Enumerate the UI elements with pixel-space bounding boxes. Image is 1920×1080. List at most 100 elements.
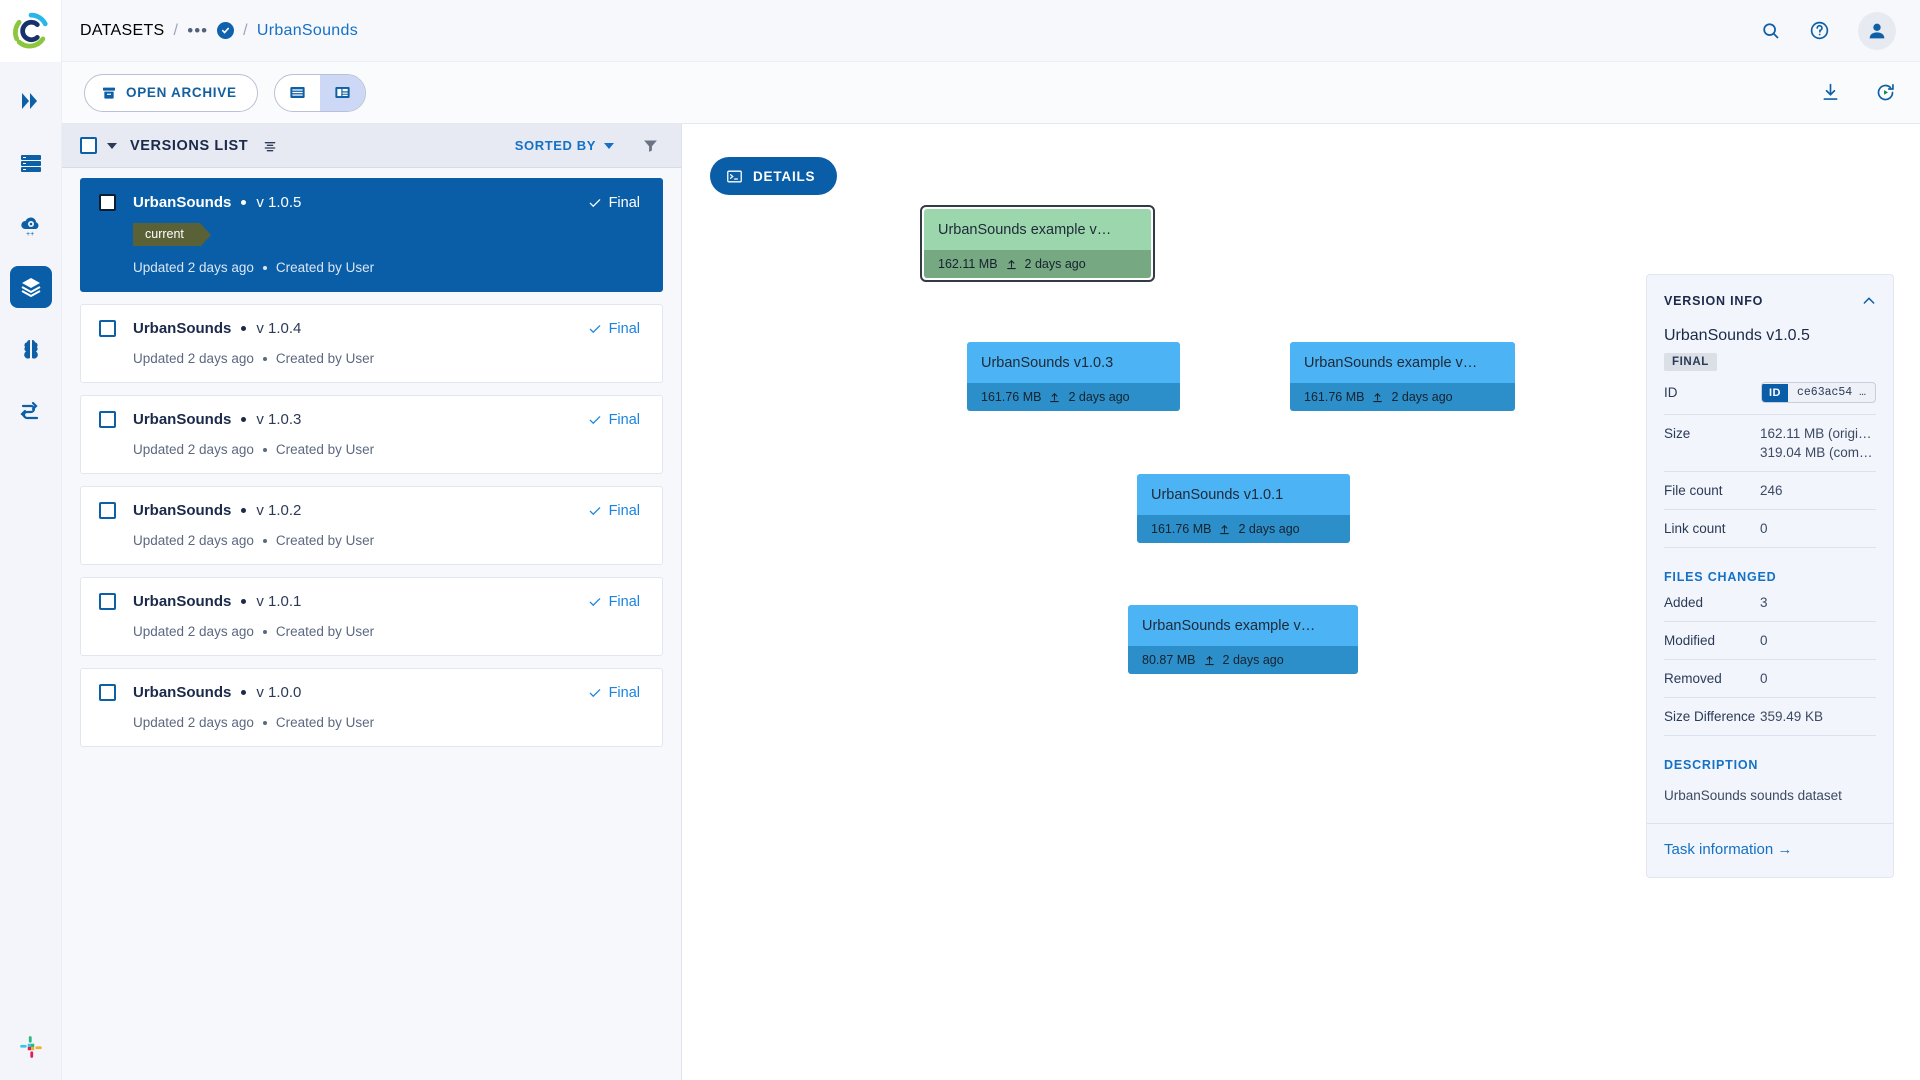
version-checkbox[interactable] — [99, 194, 116, 211]
status-label: Final — [608, 502, 640, 519]
node-time: 2 days ago — [1238, 522, 1300, 536]
status-badge: Final — [588, 412, 640, 428]
status-label: Final — [608, 411, 640, 428]
task-information-link[interactable]: Task information → — [1664, 841, 1793, 858]
version-name: UrbanSounds — [133, 320, 232, 337]
graph-node[interactable]: UrbanSounds v1.0.1 161.76 MB 2 days ago — [1137, 474, 1350, 543]
node-title: UrbanSounds v1.0.1 — [1137, 474, 1350, 515]
sidebar-item-experiments[interactable] — [10, 80, 52, 122]
search-icon[interactable] — [1760, 20, 1781, 41]
refresh-clock-icon[interactable] — [1875, 82, 1896, 103]
avatar[interactable] — [1858, 11, 1896, 50]
header-actions — [1760, 11, 1896, 50]
sorted-by-dropdown[interactable]: SORTED BY — [515, 138, 614, 153]
node-title: UrbanSounds v1.0.3 — [967, 342, 1180, 383]
status-badge: Final — [588, 594, 640, 610]
node-size: 161.76 MB — [1151, 522, 1212, 536]
check-icon — [589, 324, 600, 333]
info-value: 319.04 MB (com… — [1760, 445, 1873, 460]
updated-text: Updated 2 days ago — [133, 533, 254, 548]
versions-panel: VERSIONS LIST SORTED BY UrbanS — [62, 124, 682, 1080]
chevron-down-icon[interactable] — [107, 142, 117, 149]
node-size: 161.76 MB — [1304, 390, 1365, 404]
version-number: v 1.0.4 — [256, 320, 302, 337]
list-view-icon[interactable] — [275, 75, 320, 111]
version-number: v 1.0.5 — [256, 194, 302, 211]
terminal-icon — [726, 168, 743, 185]
download-icon[interactable] — [1820, 82, 1841, 103]
version-name: UrbanSounds — [133, 684, 232, 701]
version-info-panel: VERSION INFO UrbanSounds v1.0.5 FINAL ID… — [1646, 274, 1894, 878]
updated-text: Updated 2 days ago — [133, 442, 254, 457]
node-title: UrbanSounds example v… — [924, 209, 1151, 250]
version-checkbox[interactable] — [99, 502, 116, 519]
version-name: UrbanSounds — [133, 194, 232, 211]
separator-dot — [262, 356, 267, 361]
sidebar-item-models[interactable] — [10, 328, 52, 370]
filter-funnel-icon[interactable] — [642, 137, 659, 154]
sorted-by-label: SORTED BY — [514, 138, 596, 153]
updated-text: Updated 2 days ago — [133, 260, 254, 275]
sort-lines-icon[interactable] — [262, 138, 278, 154]
status-badge: Final — [588, 321, 640, 337]
breadcrumb-current[interactable]: UrbanSounds — [256, 21, 359, 39]
current-badge: current — [133, 223, 211, 247]
status-label: Final — [608, 320, 640, 337]
info-value: 3 — [1760, 595, 1768, 610]
open-archive-label: OPEN ARCHIVE — [126, 85, 237, 100]
upload-icon — [1048, 391, 1061, 404]
info-key: Size — [1664, 426, 1691, 441]
chevron-up-icon[interactable] — [1861, 293, 1877, 309]
version-checkbox[interactable] — [99, 411, 116, 428]
sidebar-item-orchestration[interactable]: ++ — [10, 204, 52, 246]
id-chip[interactable]: ID ce63ac54 … — [1760, 382, 1876, 403]
updated-text: Updated 2 days ago — [133, 624, 254, 639]
created-text: Created by User — [275, 624, 375, 639]
separator-dot — [241, 690, 247, 695]
version-checkbox[interactable] — [99, 684, 116, 701]
select-all-checkbox[interactable] — [80, 137, 97, 154]
split-view-icon[interactable] — [319, 74, 365, 111]
info-row-size-compressed: 319.04 MB (com… — [1664, 445, 1876, 472]
version-checkbox[interactable] — [99, 593, 116, 610]
breadcrumb-ellipsis[interactable]: ••• — [187, 20, 209, 40]
description-text: UrbanSounds sounds dataset — [1664, 788, 1842, 803]
upload-icon — [1005, 258, 1018, 271]
version-name: UrbanSounds — [133, 411, 232, 428]
details-button[interactable]: DETAILS — [710, 157, 838, 195]
archive-box-icon — [101, 85, 117, 101]
help-circle-icon[interactable] — [1809, 20, 1830, 41]
breadcrumb-root[interactable]: DATASETS — [80, 21, 165, 39]
info-value: 0 — [1760, 671, 1768, 686]
version-checkbox[interactable] — [99, 320, 116, 337]
sidebar-item-datasets[interactable] — [9, 266, 52, 308]
separator-dot — [241, 417, 247, 422]
version-title: UrbanSounds v1.0.5 — [1664, 327, 1810, 344]
check-circle-icon[interactable] — [217, 22, 235, 39]
open-archive-button[interactable]: OPEN ARCHIVE — [84, 73, 258, 112]
versions-list-title: VERSIONS LIST — [130, 137, 249, 154]
sidebar-item-pipelines[interactable] — [10, 390, 52, 432]
sidebar-item-slack[interactable] — [0, 1034, 62, 1060]
app-logo[interactable] — [0, 0, 61, 62]
version-number: v 1.0.0 — [256, 684, 302, 701]
sidebar-item-datasets-server[interactable] — [10, 142, 52, 184]
